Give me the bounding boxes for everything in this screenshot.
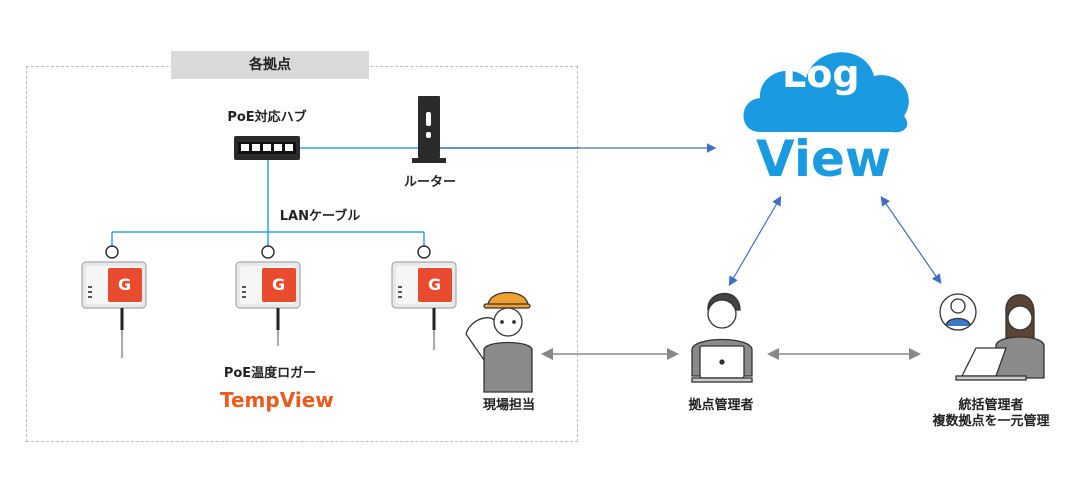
field-staff-label: 現場担当 <box>482 398 536 413</box>
cable-label: LANケーブル <box>279 209 361 224</box>
logview-to-site-manager-arrow <box>728 195 782 287</box>
logview-to-general-manager-arrow <box>880 196 942 284</box>
general-manager-icon <box>939 293 1045 381</box>
general-manager-note: 複数拠点を一元管理 <box>932 414 1050 429</box>
field-worker-icon <box>465 292 533 393</box>
temperature-logger-2: G <box>235 245 301 346</box>
svg-text:G: G <box>118 275 131 294</box>
temperature-logger-3: G <box>391 245 457 350</box>
poe-hub-icon <box>234 136 300 160</box>
site-title: 各拠点 <box>171 51 369 79</box>
temperature-logger-1: G <box>81 245 147 358</box>
router-label: ルーター <box>403 175 457 190</box>
site-manager-label: 拠点管理者 <box>688 398 754 413</box>
logger-label: PoE温度ロガー <box>223 366 317 381</box>
hub-label: PoE対応ハブ <box>227 110 307 125</box>
logview-logo-top: Log <box>782 52 860 96</box>
router-icon <box>412 96 446 163</box>
lan-cables <box>111 147 580 246</box>
cloud-icon <box>743 52 909 133</box>
general-manager-label: 統括管理者 <box>958 398 1024 413</box>
logview-logo-bottom: View <box>756 130 892 188</box>
svg-text:G: G <box>272 275 285 294</box>
site-manager-icon <box>691 292 753 383</box>
tempview-logo: TempView <box>220 388 334 412</box>
svg-text:G: G <box>428 275 441 294</box>
